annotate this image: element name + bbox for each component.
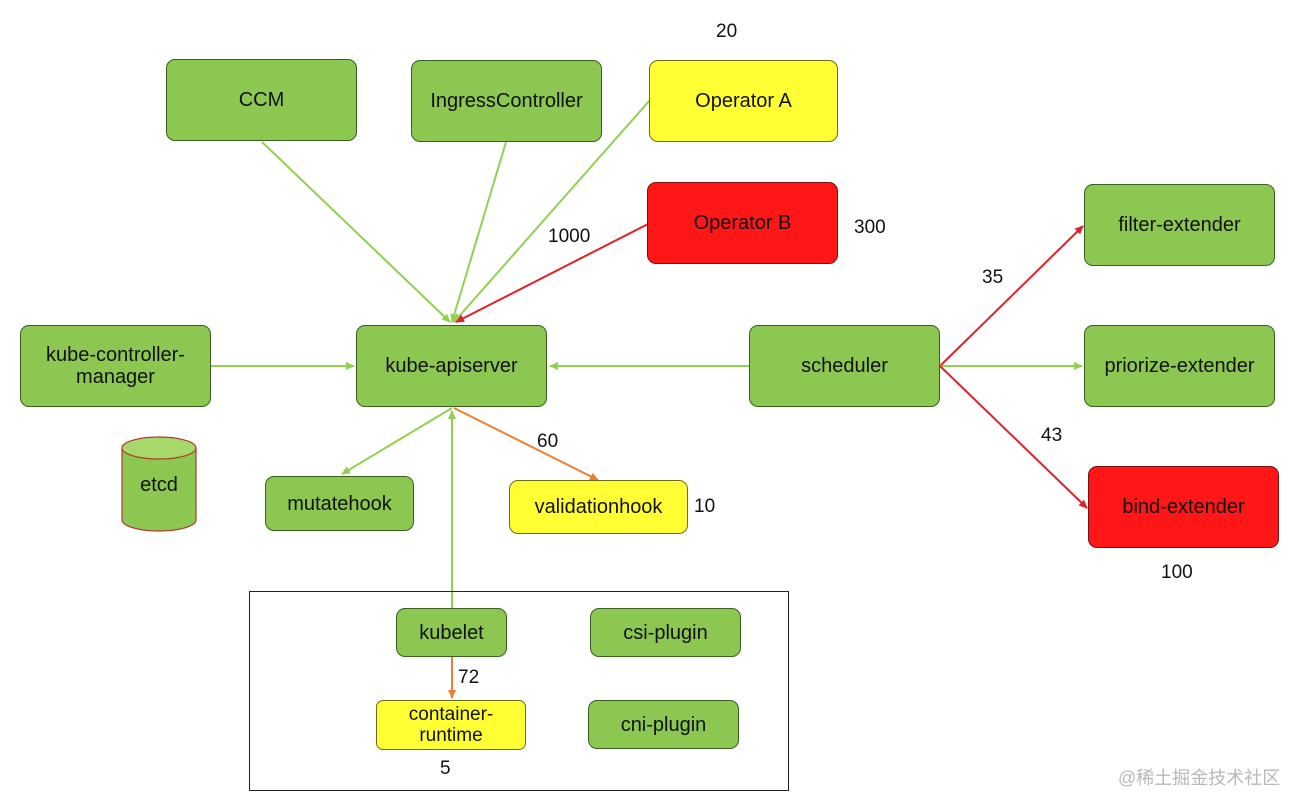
node-operator-a: Operator A: [649, 60, 838, 142]
edge-operator-b-apiserver: [455, 223, 649, 323]
node-mutatehook: mutatehook: [265, 476, 414, 531]
node-scheduler: scheduler: [749, 325, 940, 407]
edge-apiserver-mutatehook: [341, 407, 453, 475]
node-cni-plugin-label: cni-plugin: [620, 713, 707, 736]
node-kube-controller-manager-label: kube-controller-manager: [46, 344, 185, 388]
node-ccm: CCM: [166, 59, 357, 141]
runtime-edge-label: 72: [458, 667, 480, 688]
node-filter-extender: filter-extender: [1084, 184, 1275, 266]
validation-edge-label: 60: [537, 431, 559, 452]
edge-apiserver-validationhook: [453, 407, 599, 481]
node-validationhook-label: validationhook: [534, 496, 663, 518]
node-bind-extender: bind-extender: [1088, 466, 1279, 548]
edge-scheduler-bind: [939, 365, 1088, 509]
operator-a-count-label: 20: [716, 21, 738, 42]
node-container-runtime-label: container-runtime: [408, 704, 494, 746]
edge-scheduler-filter: [939, 225, 1084, 367]
bind-edge-label: 43: [1041, 425, 1063, 446]
filter-edge-label: 35: [982, 267, 1004, 288]
node-filter-extender-label: filter-extender: [1118, 214, 1241, 236]
node-cni-plugin: cni-plugin: [588, 700, 739, 749]
node-priorize-extender: priorize-extender: [1084, 325, 1275, 407]
edge-ccm-apiserver: [261, 141, 451, 323]
node-etcd-label: etcd: [140, 474, 178, 496]
node-container-runtime: container-runtime: [376, 700, 526, 750]
node-ingress-controller: IngressController: [411, 60, 602, 142]
node-mutatehook-label: mutatehook: [287, 492, 392, 515]
node-scheduler-label: scheduler: [801, 355, 888, 377]
watermark-text: @稀土掘金技术社区: [1118, 768, 1281, 788]
node-csi-plugin: csi-plugin: [590, 608, 741, 657]
worker-node-box: [249, 591, 789, 791]
node-priorize-extender-label: priorize-extender: [1104, 355, 1255, 377]
node-kube-controller-manager: kube-controller-manager: [20, 325, 211, 407]
node-kube-apiserver: kube-apiserver: [356, 325, 547, 407]
node-operator-b-label: Operator B: [693, 212, 792, 234]
node-operator-b: Operator B: [647, 182, 838, 264]
node-kube-apiserver-label: kube-apiserver: [385, 355, 518, 377]
node-ccm-label: CCM: [238, 89, 285, 111]
etcd-cylinder-icon: [121, 436, 197, 532]
validation-count-label: 10: [694, 496, 716, 517]
node-csi-plugin-label: csi-plugin: [623, 621, 708, 644]
bind-count-label: 100: [1161, 562, 1193, 583]
edge-ingress-apiserver: [450, 141, 507, 323]
operator-b-count-label: 300: [854, 217, 886, 238]
operator-b-edge-label: 1000: [548, 226, 591, 247]
node-bind-extender-label: bind-extender: [1122, 496, 1245, 518]
node-kubelet-label: kubelet: [419, 621, 484, 644]
node-kubelet: kubelet: [396, 608, 507, 657]
runtime-count-label: 5: [440, 758, 451, 779]
node-validationhook: validationhook: [509, 480, 688, 534]
node-operator-a-label: Operator A: [695, 90, 792, 112]
node-ingress-controller-label: IngressController: [430, 90, 583, 112]
edge-operator-a-apiserver: [453, 99, 651, 323]
